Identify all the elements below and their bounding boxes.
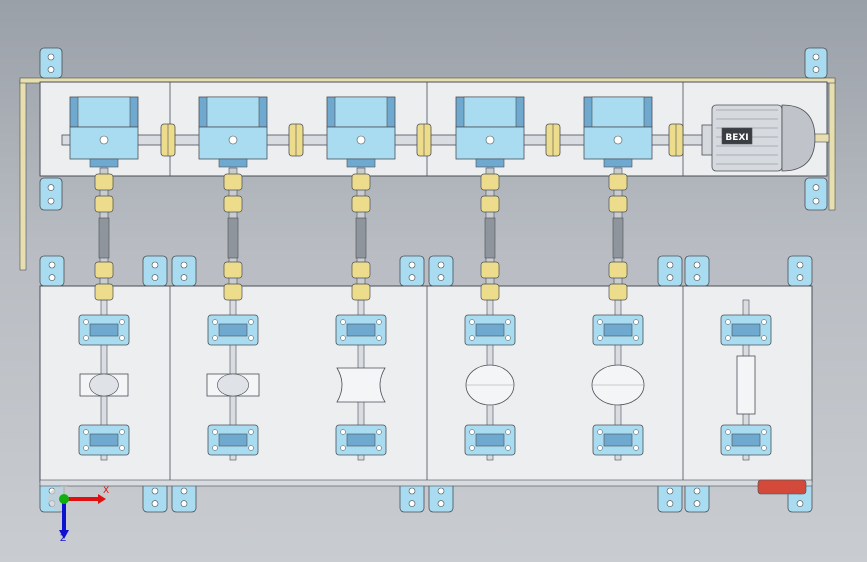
bracket-lower <box>171 255 197 287</box>
roller-station <box>206 299 260 461</box>
bracket-bottom <box>399 481 425 513</box>
forming-roller <box>206 373 260 397</box>
roller-frame-base <box>39 479 813 487</box>
gearbox <box>583 96 653 168</box>
drive-motor: BEXI <box>701 104 830 172</box>
forming-roller <box>465 364 515 406</box>
z-axis-label: Z <box>60 534 67 544</box>
roller-station <box>78 299 130 461</box>
bracket-lower <box>142 255 168 287</box>
bracket-bottom <box>657 481 683 513</box>
bracket-lower-right <box>787 255 813 287</box>
roller-frame <box>39 285 813 483</box>
shaft-coupling <box>160 123 176 157</box>
bracket-bottom <box>171 481 197 513</box>
roller-station <box>335 299 387 461</box>
cardan-shaft <box>608 167 628 301</box>
bracket-top-right <box>804 47 828 79</box>
gearbox <box>198 96 268 168</box>
bracket-bottom <box>428 481 454 513</box>
x-axis-label: X <box>103 486 110 496</box>
cardan-shaft <box>480 167 500 301</box>
bracket-lower <box>657 255 683 287</box>
shaft-coupling <box>416 123 432 157</box>
forming-roller <box>336 367 386 403</box>
shaft-coupling <box>668 123 684 157</box>
bracket-mid-right <box>804 177 828 211</box>
bracket-lower-left <box>39 255 65 287</box>
forming-roller <box>591 364 645 406</box>
motor-label: BEXI <box>725 133 748 143</box>
limit-switch <box>757 479 807 495</box>
roller-station <box>720 299 772 461</box>
bracket-lower <box>399 255 425 287</box>
bracket-mid-left <box>39 177 63 211</box>
coordinate-triad: X Z <box>46 482 116 546</box>
gearbox <box>455 96 525 168</box>
gearbox <box>69 96 139 168</box>
gearbox <box>326 96 396 168</box>
cardan-shaft <box>94 167 114 301</box>
bracket-lower <box>684 255 710 287</box>
forming-roller <box>79 373 129 397</box>
forming-roller <box>736 355 756 415</box>
bracket-top-left <box>39 47 63 79</box>
bracket-bottom <box>684 481 710 513</box>
cardan-shaft <box>351 167 371 301</box>
bracket-lower <box>428 255 454 287</box>
shaft-coupling <box>545 123 561 157</box>
roller-station <box>591 299 645 461</box>
bracket-bottom <box>142 481 168 513</box>
roller-station <box>464 299 516 461</box>
y-axis-dot <box>59 494 69 504</box>
right-guide-rail <box>828 79 836 211</box>
cardan-shaft <box>223 167 243 301</box>
shaft-coupling <box>288 123 304 157</box>
left-guide-rail <box>19 79 27 271</box>
